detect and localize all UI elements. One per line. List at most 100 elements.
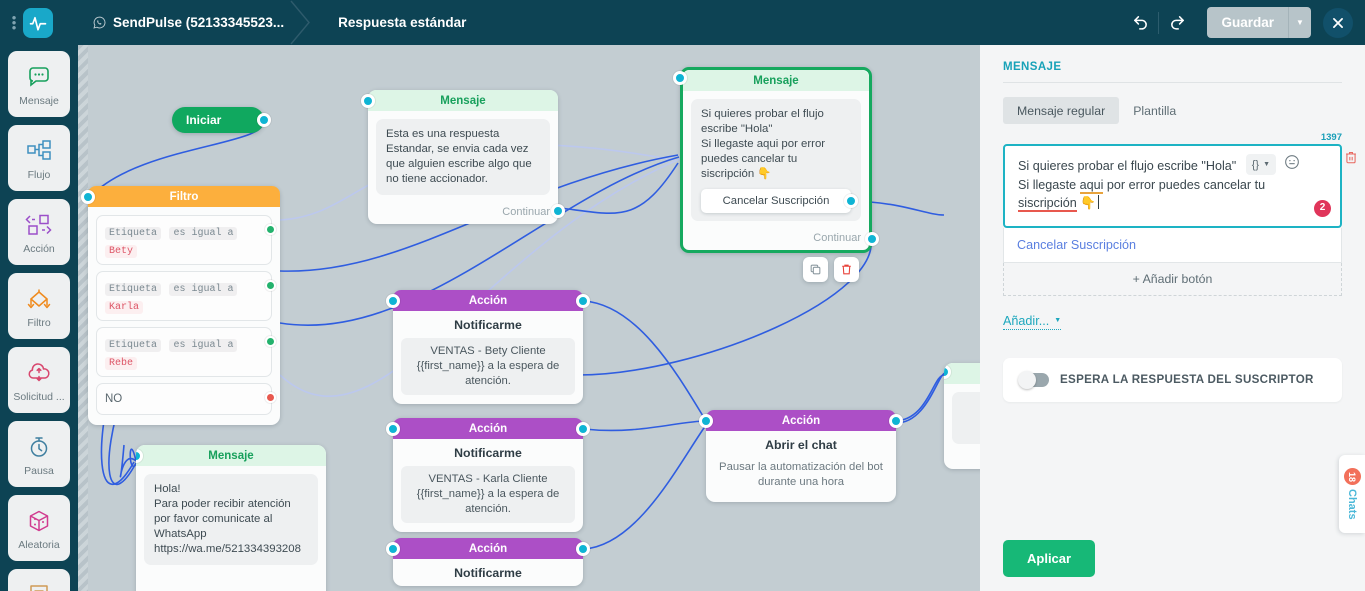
caret-down-icon: ▼ [1054,317,1062,324]
message-editor-wrap: Si quieres probar el flujo escribe "Hola… [1003,144,1356,228]
editor-caret [1097,195,1099,209]
undo-icon[interactable] [1122,8,1158,38]
breadcrumb-account-label: SendPulse (52133345523... [113,15,285,30]
filter-row-port[interactable] [265,280,276,291]
flow-canvas[interactable]: Iniciar Filtro Etiqueta es igual a Bety … [78,45,980,591]
message-node-standard[interactable]: Mensaje Esta es una respuesta Estandar, … [361,90,565,224]
spellcheck-error-badge[interactable]: 2 [1314,199,1331,217]
message-input-port[interactable] [136,449,143,463]
message-input-port[interactable] [944,365,951,379]
action-output-port[interactable] [889,414,903,428]
action-input-port[interactable] [386,294,400,308]
chats-unread-badge: 18 [1343,468,1361,486]
filter-node-body: Etiqueta es igual a Bety Etiqueta es igu… [88,207,280,425]
sidebar-item-label: Pausa [24,464,54,477]
right-panel: MENSAJE Mensaje regular Plantilla 1397 S… [980,45,1365,591]
action-input-port[interactable] [386,422,400,436]
add-button-row[interactable]: + Añadir botón [1003,262,1342,296]
chats-side-tab[interactable]: 18 Chats [1339,455,1365,533]
sidebar-item-aleatoria[interactable]: Aleatoria [8,495,70,561]
chevron-down-icon[interactable]: ▼ [1296,18,1304,27]
chevron-down-icon: ▼ [1263,160,1270,168]
filter-row-port[interactable] [265,336,276,347]
action-brackets-icon [25,210,53,240]
editor-line-2-b: por error puedes cancelar tu [1103,177,1266,192]
start-output-port[interactable] [257,113,271,127]
filter-fallback-port[interactable] [265,392,276,403]
delete-message-icon[interactable] [1344,150,1358,170]
pulse-logo-icon[interactable] [23,7,53,38]
message-button-port[interactable] [844,194,858,208]
action-output-port[interactable] [576,542,590,556]
sidebar-item-label: Flujo [27,168,51,181]
sidebar-item-flujo[interactable]: Flujo [8,125,70,191]
sidebar-item-mensaje[interactable]: Mensaje [8,51,70,117]
panel-tabs: Mensaje regular Plantilla [1003,97,1342,124]
action-output-port[interactable] [576,422,590,436]
toggle-knob [1018,370,1036,389]
action-node-notificarme-karla[interactable]: Acción Notificarme VENTAS - Karla Client… [386,418,590,532]
flow-tree-icon [26,136,52,166]
action-input-port[interactable] [386,542,400,556]
filter-row-port[interactable] [265,224,276,235]
action-node-notificarme-third[interactable]: Acción Notificarme [386,538,590,586]
sidebar-item-accion[interactable]: Acción [8,199,70,265]
message-bubble-icon [27,62,51,92]
emoji-smiley-icon[interactable] [1284,154,1300,176]
message-node-hola[interactable]: Mensaje Hola! Para poder recibir atenció… [136,445,326,591]
sidebar-item-solicitud[interactable]: Solicitud ... [8,347,70,413]
trash-icon[interactable] [834,257,859,282]
message-node-offscreen[interactable]: ··· [944,363,980,469]
header-actions: Guardar ▼ [1122,0,1353,45]
filter-fallback-row[interactable]: NO [96,383,276,415]
sidebar-item-pausa[interactable]: Pausa [8,421,70,487]
breadcrumb-account[interactable]: SendPulse (52133345523... [75,0,311,45]
continue-label: Continuar [813,232,861,244]
message-node-body: Hola! Para poder recibir atención por fa… [136,466,326,573]
action-node-title: Acción [393,538,583,559]
action-node-text: VENTAS - Karla Cliente {{first_name}} a … [401,466,575,523]
message-output-port[interactable] [865,232,879,246]
sidebar-item-label: Filtro [27,316,51,329]
message-output-port[interactable] [551,204,565,218]
breadcrumb-flow[interactable]: Respuesta estándar [320,0,492,45]
filter-row[interactable]: Etiqueta es igual a Bety [96,215,276,265]
action-node-title: Acción [393,290,583,311]
filter-node[interactable]: Filtro Etiqueta es igual a Bety Etiqueta… [81,186,280,425]
filter-row[interactable]: Etiqueta es igual a Rebe [96,327,276,377]
close-button[interactable] [1323,7,1353,38]
timer-icon [27,432,51,462]
kebab-menu-icon[interactable]: ••• [11,10,17,35]
action-node-title: Acción [706,410,896,431]
cloud-request-icon [26,358,52,388]
message-node-button[interactable]: Cancelar Suscripción [701,189,858,213]
message-input-port[interactable] [673,71,687,85]
action-node-notificarme-bety[interactable]: Acción Notificarme VENTAS - Bety Cliente… [386,290,590,404]
sidebar-item-comentar[interactable]: Comentar [8,569,70,591]
message-button-row[interactable]: Cancelar Suscripción [1003,227,1342,263]
apply-button[interactable]: Aplicar [1003,540,1096,577]
editor-line-1: Si quieres probar el flujo escribe "Hola… [1018,159,1237,173]
save-button[interactable]: Guardar ▼ [1207,7,1311,38]
add-more-dropdown[interactable]: Añadir... ▼ [1003,314,1062,330]
filter-row[interactable]: Etiqueta es igual a Karla [96,271,276,321]
action-output-port[interactable] [576,294,590,308]
message-node-selected[interactable]: Mensaje Si quieres probar el flujo escri… [673,67,879,282]
action-node-abrir-chat[interactable]: Acción Abrir el chat Pausar la automatiz… [699,410,903,502]
tab-mensaje-regular[interactable]: Mensaje regular [1003,97,1120,124]
sidebar-item-filtro[interactable]: Filtro [8,273,70,339]
action-input-port[interactable] [699,414,713,428]
dice-icon [27,506,51,536]
editor-misspelled-siscripcion: siscripción [1018,196,1077,212]
message-continue-row: Continuar [368,203,565,224]
message-editor-textarea[interactable]: Si quieres probar el flujo escribe "Hola… [1003,144,1342,228]
start-node[interactable]: Iniciar [172,107,271,133]
wait-response-toggle[interactable] [1018,370,1049,389]
tab-plantilla[interactable]: Plantilla [1133,103,1177,118]
message-input-port[interactable] [361,94,375,108]
filter-input-port[interactable] [81,190,95,204]
duplicate-icon[interactable] [803,257,828,282]
redo-icon[interactable] [1159,8,1195,38]
code-braces-icon[interactable]: {}▼ [1245,154,1276,176]
editor-misspelled-aqui: aqui [1079,177,1104,194]
